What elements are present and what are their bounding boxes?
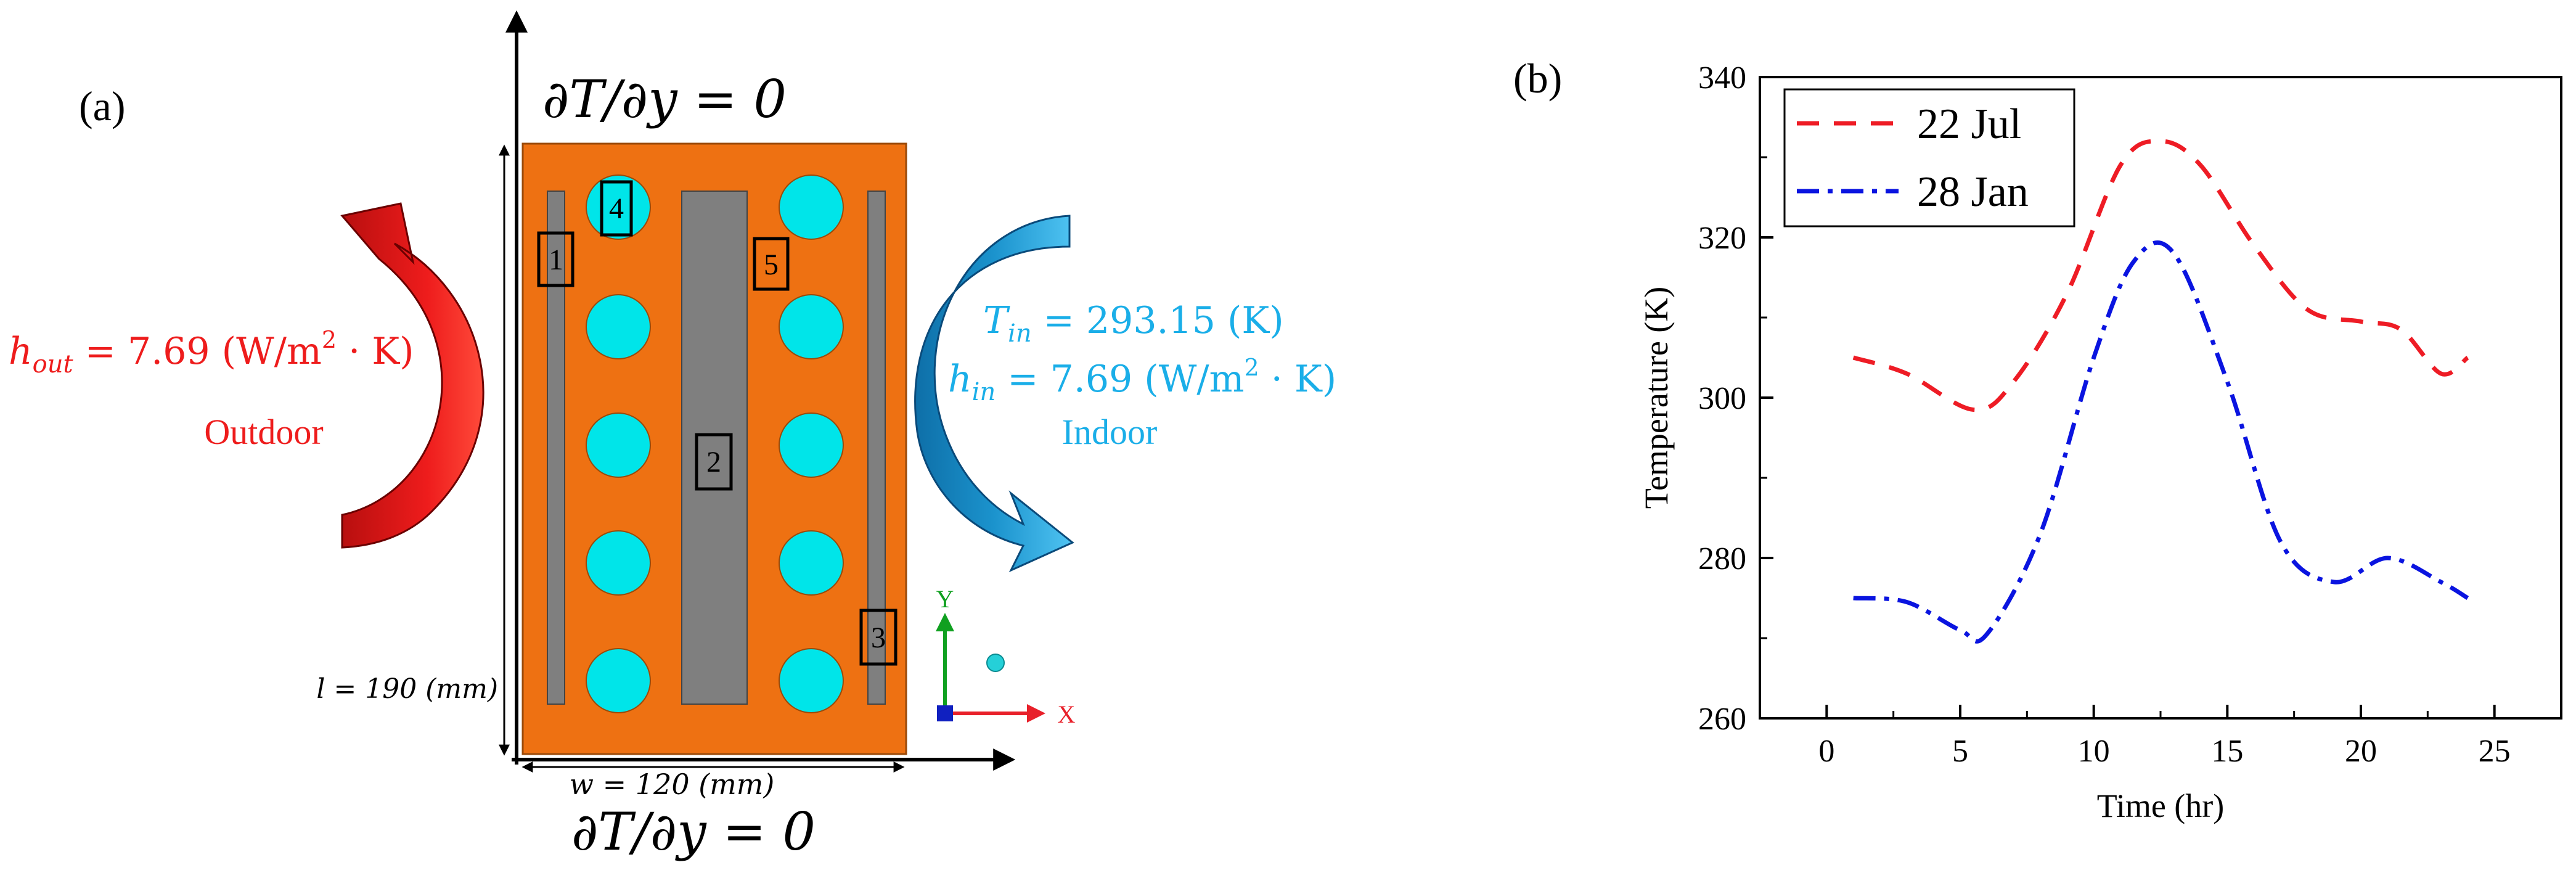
outdoor-h-label: hout = 7.69 (W/m2 · K) [9, 326, 414, 379]
y-tick-label: 260 [1698, 702, 1746, 737]
outdoor-h-value: = 7.69 (W/m [73, 330, 322, 373]
indoor-h-value: = 7.69 (W/m [996, 358, 1244, 401]
hole [779, 174, 844, 240]
outdoor-label: Outdoor [204, 412, 323, 452]
triad-origin [937, 705, 953, 721]
region-label-4: 4 [609, 192, 624, 225]
region-box-2 [695, 433, 733, 491]
x-axis-label: Time (hr) [2097, 787, 2225, 824]
hole [779, 294, 844, 359]
region-box-1 [537, 231, 574, 287]
indoor-t-symbol: T [983, 299, 1010, 342]
region-box-5 [753, 237, 790, 291]
hole [586, 648, 651, 713]
indoor-t-value: = 293.15 (K) [1032, 299, 1284, 342]
region-label-1: 1 [549, 244, 563, 276]
slot-right [867, 191, 886, 705]
hole [586, 530, 651, 596]
dimension-w-label: w = 120 (mm) [570, 768, 775, 801]
slot-center [681, 191, 748, 705]
temperature-chart: 0 5 10 15 20 25 260 280 300 320 340 Time (hr) Tem… [1638, 60, 2562, 824]
indoor-label: Indoor [1062, 412, 1158, 452]
region-label-2: 2 [706, 446, 721, 478]
outdoor-h-sub: out [33, 350, 74, 379]
indoor-h-label: hin = 7.69 (W/m2 · K) [948, 354, 1336, 406]
indoor-t-label: Tin = 293.15 (K) [983, 299, 1284, 348]
indoor-t-sub: in [1008, 319, 1032, 348]
triad-y-label: Y [936, 585, 954, 613]
legend-label-22-jul: 22 Jul [1917, 100, 2021, 148]
y-tick-label: 340 [1698, 60, 1746, 96]
series-layer [1852, 139, 2469, 644]
axis-triad: Y X [936, 585, 1076, 728]
triad-view-sphere-icon [986, 654, 1005, 672]
x-tick-label: 5 [1952, 734, 1968, 769]
indoor-h-sup: 2 [1245, 354, 1259, 381]
legend: 22 Jul 28 Jan [1783, 88, 2075, 228]
region-label-3: 3 [871, 621, 886, 654]
outdoor-h-symbol: h [9, 330, 33, 373]
x-tick-label: 15 [2211, 734, 2243, 769]
indoor-h-sub: in [972, 378, 996, 406]
hole [586, 412, 651, 478]
series-line-28-jan [1853, 240, 2469, 644]
legend-box [1783, 88, 2075, 228]
holes [586, 174, 844, 713]
region-labels: 1 2 3 4 5 [549, 192, 886, 654]
x-tick-label: 25 [2479, 734, 2511, 769]
y-tick-label: 300 [1698, 381, 1746, 416]
triad-x-label: X [1058, 700, 1076, 728]
outdoor-h-tail: · K) [337, 330, 414, 373]
indoor-h-tail: · K) [1259, 358, 1336, 401]
panel-b: (b) 0 5 10 15 20 25 260 280 300 320 340 Time (hr)… [1513, 55, 2562, 824]
y-tick-label: 280 [1698, 541, 1746, 576]
hole [779, 648, 844, 713]
region-box-3 [859, 609, 898, 666]
x-tick-label: 10 [2078, 734, 2110, 769]
region-markers [537, 180, 898, 666]
hole [779, 412, 844, 478]
x-tick-label: 20 [2345, 734, 2377, 769]
hole [586, 294, 651, 359]
panel-a: (a) ∂T/∂y = 0 [9, 10, 1336, 862]
outdoor-h-sup: 2 [322, 326, 337, 353]
slot-left [547, 191, 565, 705]
y-ticks: 260 280 300 320 340 [1698, 60, 1773, 737]
y-tick-label: 320 [1698, 221, 1746, 256]
region-box-4 [600, 180, 633, 237]
y-axis-label: Temperature (K) [1638, 287, 1675, 509]
x-tick-label: 0 [1818, 734, 1834, 769]
indoor-heat-arrow-icon [914, 215, 1074, 573]
panel-b-label: (b) [1513, 55, 1562, 102]
x-ticks: 0 5 10 15 20 25 [1818, 705, 2511, 769]
hole [779, 530, 844, 596]
series-line-22-jul [1852, 139, 2469, 412]
legend-label-28-jan: 28 Jan [1917, 168, 2029, 216]
bottom-boundary-condition: ∂T/∂y = 0 [571, 802, 816, 862]
indoor-h-symbol: h [948, 358, 972, 401]
outdoor-heat-arrow-icon [340, 202, 485, 549]
dimension-l-label: l = 190 (mm) [316, 673, 498, 705]
top-boundary-condition: ∂T/∂y = 0 [542, 69, 787, 129]
region-label-5: 5 [764, 248, 779, 281]
panel-a-label: (a) [79, 83, 125, 129]
